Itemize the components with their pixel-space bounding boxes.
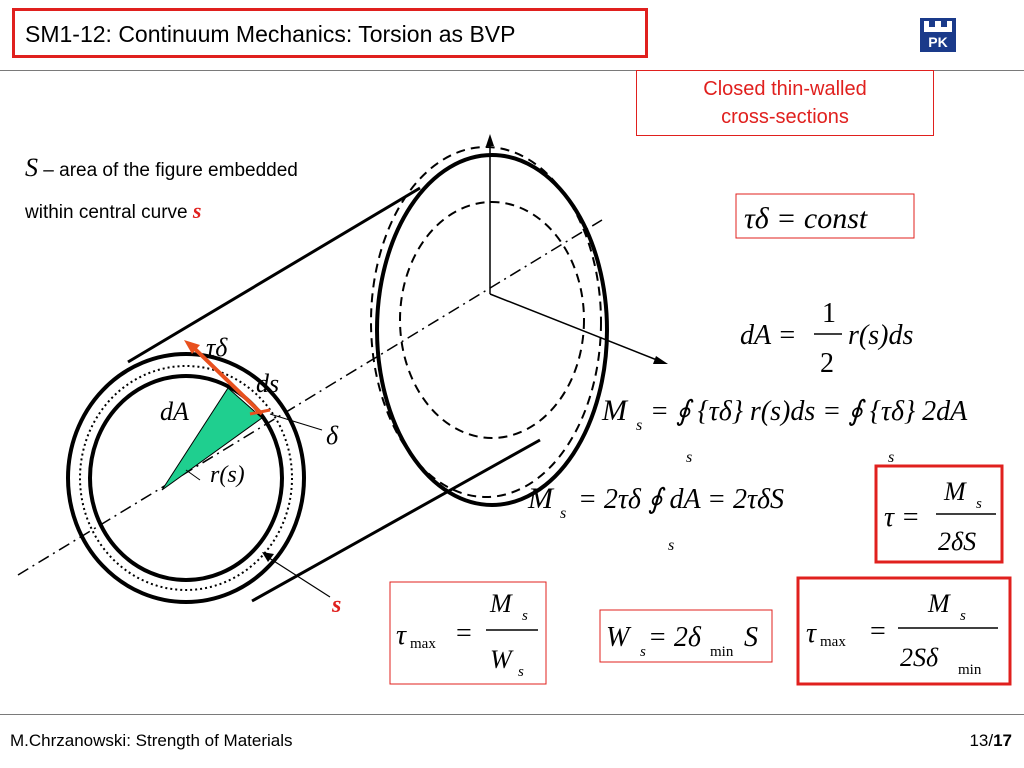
eq-dA-num: 1 — [822, 298, 836, 329]
eq-dA-lhs: dA = — [740, 320, 797, 351]
cylinder-bottom-edge — [251, 438, 541, 603]
topic-line-1: Closed thin-walled — [703, 78, 867, 100]
eq-taumax2-lhs: τ — [806, 618, 817, 649]
eq-ms2-int-sub: s — [668, 537, 674, 554]
eq-ws-lhs: W — [606, 622, 632, 653]
axis-diagonal — [489, 293, 663, 363]
cylinder-top-edge — [127, 186, 421, 364]
dA-triangle — [161, 387, 263, 491]
delta-leader — [269, 413, 323, 431]
eq-ws-rhs: S — [744, 622, 758, 653]
definition-line-2: within central curve — [25, 202, 193, 223]
eq-taumax1-eq: = — [456, 618, 472, 649]
eq-taumax1-lhs-sub: max — [410, 636, 436, 652]
axis-diagonal-arrowhead — [653, 356, 668, 364]
axis-line — [17, 219, 603, 576]
eq-tau-den: 2δS — [938, 527, 976, 556]
eq-taumax1-num-sub: s — [522, 608, 528, 624]
eq-taumax2-num-sub: s — [960, 608, 966, 624]
cylinder-back-central-dashed — [370, 146, 602, 498]
label-s: s — [331, 592, 341, 618]
eq-taumax1-den-sub: s — [518, 664, 524, 680]
tau-max-ws-box — [389, 581, 547, 685]
eq-taumax1-lhs: τ — [396, 620, 407, 651]
const-box — [735, 193, 915, 239]
label-delta: δ — [326, 421, 339, 450]
tau-max-final-box — [796, 576, 1012, 686]
eq-taumax2-eq: = — [870, 616, 886, 647]
eq-ms-sub: s — [636, 417, 642, 434]
label-tau-delta: τδ — [206, 333, 228, 362]
front-inner-ellipse — [88, 374, 284, 582]
eq-dA-rhs: r(s)ds — [848, 320, 913, 351]
page-total: 17 — [993, 731, 1012, 750]
cylinder-back-outer — [375, 153, 609, 507]
thickness-marker — [249, 408, 271, 416]
eq-tau-lhs: τ = — [884, 502, 920, 533]
eq-ms-int-sub-1: s — [686, 449, 692, 466]
eq-taumax2-den: 2Sδ — [900, 643, 939, 672]
front-central-curve-dotted — [79, 365, 293, 591]
topic-box: Closed thin-walled cross-sections — [636, 70, 934, 136]
curve-symbol: s — [192, 198, 202, 223]
torsion-diagram: τδ ds dA δ r(s) s τδ = const dA = 1 2 r(… — [17, 134, 1012, 686]
header-divider — [0, 70, 1024, 71]
eq-ws-delta-sub: min — [710, 644, 734, 660]
definition-line-1: – area of the figure embedded — [38, 160, 298, 181]
eq-ws-lhs-sub: s — [640, 644, 646, 660]
eq-taumax1-num: M — [489, 589, 513, 618]
eq-taumax2-num: M — [927, 589, 951, 618]
area-symbol: S — [25, 153, 38, 182]
eq-ws-eq: = 2δ — [648, 622, 702, 653]
eq-tau-num: M — [943, 477, 967, 506]
eq-taumax1-den: W — [490, 645, 514, 674]
label-r-s: r(s) — [210, 462, 245, 488]
eq-ms-body: = ∮ {τδ} r(s)ds = ∮ {τδ} 2dA — [650, 396, 968, 427]
eq-taumax2-lhs-sub: max — [820, 634, 846, 650]
tau-result-box — [874, 464, 1004, 564]
eq-ms-int-sub-2: s — [888, 449, 894, 466]
label-ds: ds — [256, 369, 279, 398]
footer-divider — [0, 714, 1024, 715]
title-box: SM1-12: Continuum Mechanics: Torsion as … — [12, 8, 648, 58]
front-outer-ellipse — [66, 352, 306, 604]
ws-box — [599, 609, 773, 663]
topic-line-2: cross-sections — [721, 106, 849, 128]
eq-tau-num-sub: s — [976, 496, 982, 512]
eq-ms2-lhs: M — [527, 482, 555, 515]
cylinder-back-inner-dashed — [399, 201, 585, 439]
eq-ms2-sub: s — [560, 505, 566, 522]
s-leader-arrowhead — [262, 552, 274, 562]
page-number: 13/17 — [969, 731, 1012, 751]
footer-course: M.Chrzanowski: Strength of Materials — [10, 731, 293, 750]
eq-dA-den: 2 — [820, 348, 834, 379]
label-dA: dA — [160, 397, 189, 426]
eq-ms-lhs: M — [601, 394, 629, 427]
area-definition: S – area of the figure embedded within c… — [25, 148, 405, 233]
s-leader — [265, 555, 331, 598]
axis-vertical-arrowhead — [486, 134, 494, 146]
university-logo-icon: PK — [920, 18, 956, 52]
tau-delta-arrowhead — [184, 340, 200, 354]
page-current: 13/ — [969, 731, 994, 750]
page-title: SM1-12: Continuum Mechanics: Torsion as … — [25, 21, 516, 47]
eq-ms2-body: = 2τδ ∮ dA = 2τδS — [578, 484, 784, 515]
svg-text:PK: PK — [928, 34, 947, 50]
eq-const: τδ = const — [744, 202, 868, 235]
tau-delta-arrow — [192, 346, 264, 416]
rs-leader — [185, 469, 201, 481]
eq-taumax2-den-sub: min — [958, 662, 982, 678]
